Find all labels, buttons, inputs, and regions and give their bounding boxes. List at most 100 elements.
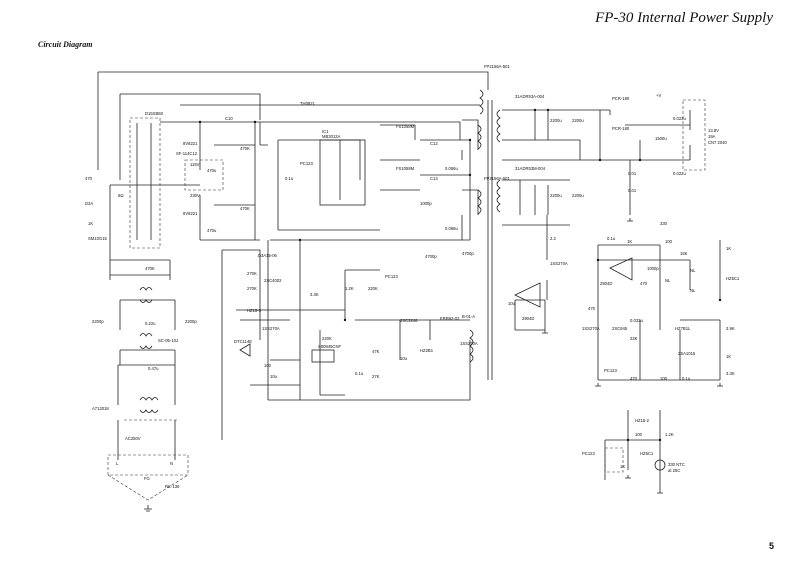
pc1b-label: PC123 [582,451,595,456]
q1-label: SM10G15 [88,236,108,241]
r4-label: 470 [85,176,93,181]
r20-label: 220K [322,336,332,341]
c12-label: C12 [430,141,438,146]
z2-label: 8V8221 [183,141,198,146]
pc2-label: PC123 [385,274,398,279]
c13-label: C13 [430,176,438,181]
d5-label: HZ15-3 [247,308,262,313]
component-labels: FP2156A-501 FP2156A-501 D15XB60 C10 TH08… [85,64,740,489]
c3-label: 2200p [185,319,197,324]
inlet-l: L [116,461,119,466]
c28-label: 4700p [425,254,437,259]
c40-label: 1000p [647,266,659,271]
d10-label: D3A [85,201,93,206]
c14-label: 0.056u [445,166,458,171]
plus-v-label: +V [656,93,661,98]
inlet-part: RC-136 [165,484,180,489]
r37-label: 15K [680,251,688,256]
r7-label: 1.2K [345,286,354,291]
c39-label: 0.1u [607,236,616,241]
c2-label: 0.22u [145,321,156,326]
ic1-box [319,139,366,206]
r46-label: 1.2K [665,432,674,437]
r35-label: 1K [627,239,632,244]
c4-label: 2200p [92,319,104,324]
t2-label: FP2156A-501 [484,176,511,181]
c37-label: 0.022u [673,171,686,176]
d24-label: 1SS270A [582,326,600,331]
inlet-n: N [170,461,173,466]
pc2b-label: PC123 [604,368,617,373]
fuse-label: AC250V [125,436,141,441]
c33-label: 2200u [550,193,562,198]
vr11-label: 100 [665,239,673,244]
d1-label: D15XB60 [145,111,164,116]
c17-label: 10u [270,374,278,379]
d25-label: NL [690,288,696,293]
ic1-ref: IC1 [322,129,329,134]
junction-dots [198,108,722,442]
page-number: 5 [769,541,775,551]
r52-label: 0.01 [628,171,637,176]
r18-label: 100 [264,363,272,368]
out-voltage: 13.8V [708,128,719,133]
r49-label: 1K [620,464,625,469]
c31-label: 2200u [550,118,562,123]
ic11b-opamp [609,257,633,281]
z1-label: 8V8221 [183,211,198,216]
pc1-label: PC123 [300,161,313,166]
c15-label: 1000p [420,201,432,206]
c11-label: 0.1u [285,176,294,181]
ic11b-label: 2904D [600,281,612,286]
c34-label: 2200u [572,193,584,198]
d4-label: D3A15-06 [258,253,278,258]
q5-label: DTC114E [234,339,252,344]
t1-label: FP2156A-501 [484,64,511,69]
r15-label: 270K [247,286,257,291]
document-title: FP-30 Internal Power Supply [595,10,773,26]
fg-label: FG [144,476,150,481]
d29-label: HZ5C1 [640,451,654,456]
r36-label: 470 [640,281,648,286]
r47-note: at 25C [668,468,680,473]
thermal-fuse-label: TH0821 [300,101,316,106]
d22-label: 31ADR53M-004 [515,166,546,171]
c38-label: 10u [508,301,516,306]
ic11a-label: 2904D [522,316,534,321]
q2-label: FS1058M [396,124,415,129]
q3-label: FS1058M [396,166,415,171]
r5-label: 470K [240,146,250,151]
r47-thermistor [654,459,666,471]
d26-label: HZ5C1 [726,276,740,281]
r47-label: 330 NTC [668,462,685,467]
r22-label: 27K [372,374,380,379]
q5-buffer [239,343,251,357]
ic2-box [311,349,335,363]
c18-label: 0.1u [355,371,364,376]
transformer-t1 [477,89,501,150]
d27-label: HZ7B1L [675,326,691,331]
r2-label: 6Ω [118,193,123,198]
d6-label: 1SS270A [262,326,280,331]
b1-label: C10 [225,116,233,121]
dashed-outlines [107,99,706,501]
c25-label: 4700p [462,251,474,256]
ground-symbols [144,218,723,512]
r3-label: 1K [88,221,93,226]
r48-label: 100 [635,432,643,437]
c6-label: 470u [207,168,217,173]
r38-label: NL [690,268,696,273]
out-current: 19A [708,134,716,139]
c19-label: 10u [400,356,408,361]
c41-label: NL [665,278,671,283]
c8-label: 470u [207,228,217,233]
wire-network [97,71,721,490]
d28-label: HZ15-2 [635,418,650,423]
ic11a-opamp [514,282,541,308]
q4-label: 2SC4002 [264,278,282,283]
d9-label: 1SS270A [460,341,478,346]
transformer-t2 [469,179,501,363]
vr12-label: 1K [726,354,731,359]
sw1-label: A712018 [92,406,109,411]
r53-label: 0.01 [628,188,637,193]
